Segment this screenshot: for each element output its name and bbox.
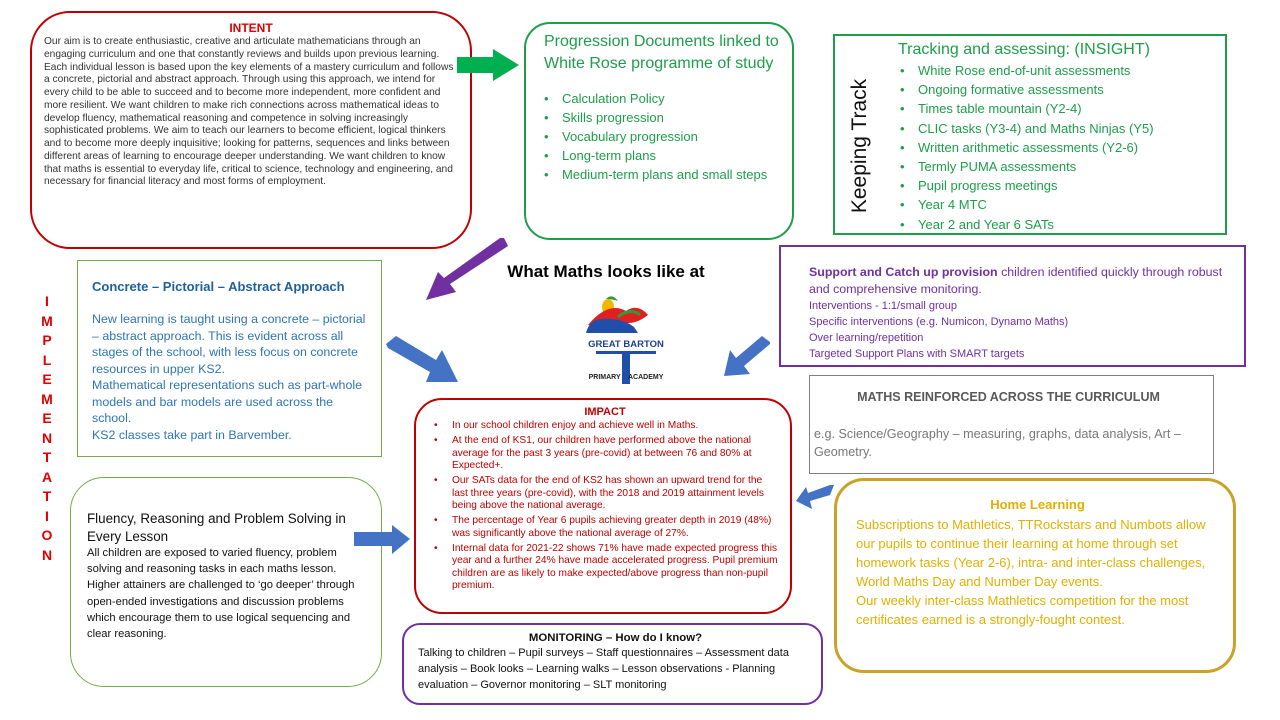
keeping-track-label: Keeping Track <box>848 78 871 214</box>
tracking-box: Keeping Track Tracking and assessing: (I… <box>833 34 1227 235</box>
list-item: Vocabulary progression <box>544 127 782 146</box>
implementation-label: I M P L E M E N T A T I O N <box>35 292 59 565</box>
cpa-paragraph: KS2 classes take part in Barvember. <box>92 427 292 442</box>
list-item: Internal data for 2021-22 shows 71% have… <box>430 543 780 593</box>
green-arrow-icon <box>457 49 519 81</box>
letter: E <box>42 371 52 387</box>
list-item: Over learning/repetition <box>809 332 924 344</box>
list-item: Our SATs data for the end of KS2 has sho… <box>430 475 780 512</box>
blue-arrow-icon <box>796 485 834 509</box>
support-list: Interventions - 1:1/small group Specific… <box>809 298 1234 362</box>
logo-sub-text: PRIMARY ACADEMY <box>589 374 664 381</box>
impact-title: IMPACT <box>584 406 626 418</box>
support-lead-rest: children identified quickly through robu… <box>809 265 1223 296</box>
logo-main-text: GREAT BARTON <box>588 339 664 350</box>
fluency-box: Fluency, Reasoning and Problem Solving i… <box>70 477 382 687</box>
list-item: Long-term plans <box>544 146 782 165</box>
list-item: Year 2 and Year 6 SATs <box>898 215 1225 234</box>
impact-box: IMPACT In our school children enjoy and … <box>414 398 792 614</box>
intent-title: INTENT <box>229 21 273 35</box>
home-learning-title: Home Learning <box>990 497 1085 512</box>
letter: E <box>42 410 52 426</box>
cpa-paragraph: Mathematical representations such as par… <box>92 378 362 425</box>
list-item: Targeted Support Plans with SMART target… <box>809 348 1025 360</box>
reinforced-body: e.g. Science/Geography – measuring, grap… <box>814 427 1181 459</box>
list-item: Calculation Policy <box>544 89 782 108</box>
home-learning-box: Home Learning Subscriptions to Mathletic… <box>834 478 1236 673</box>
list-item: Medium-term plans and small steps <box>544 165 782 184</box>
letter: A <box>41 468 53 485</box>
letter: P <box>42 332 52 348</box>
blue-arrow-icon <box>354 525 410 554</box>
school-logo: GREAT BARTON PRIMARY ACADEMY <box>578 293 678 385</box>
letter: M <box>41 312 53 329</box>
list-item: Skills progression <box>544 108 782 127</box>
list-item: Ongoing formative assessments <box>898 80 1225 99</box>
fluency-title: Fluency, Reasoning and Problem Solving i… <box>87 511 346 544</box>
fluency-paragraph: All children are exposed to varied fluen… <box>87 547 337 576</box>
monitoring-body: Talking to children – Pupil surveys – St… <box>418 647 789 691</box>
list-item: Specific interventions (e.g. Numicon, Dy… <box>809 316 1069 328</box>
list-item: In our school children enjoy and achieve… <box>430 420 780 433</box>
tracking-title: Tracking and assessing: (INSIGHT) <box>898 41 1150 58</box>
letter: I <box>45 293 49 309</box>
intent-box: INTENT Our aim is to create enthusiastic… <box>30 11 472 249</box>
support-lead-bold: Support and Catch up provision <box>809 265 998 279</box>
intent-body: Our aim is to create enthusiastic, creat… <box>44 36 454 188</box>
center-title: What Maths looks like at <box>507 262 705 281</box>
fluency-paragraph: Higher attainers are challenged to ‘go d… <box>87 579 355 641</box>
cpa-box: Concrete – Pictorial – Abstract Approach… <box>77 260 382 457</box>
monitoring-title: MONITORING – How do I know? <box>528 632 703 644</box>
list-item: Termly PUMA assessments <box>898 157 1225 176</box>
home-learning-paragraph: Our weekly inter-class Mathletics compet… <box>856 593 1189 627</box>
logo-graphic: GREAT BARTON PRIMARY ACADEMY <box>582 296 666 384</box>
cpa-title: Concrete – Pictorial – Abstract Approach <box>92 279 345 294</box>
home-learning-paragraph: Subscriptions to Mathletics, TTRockstars… <box>856 517 1206 589</box>
letter: M <box>41 390 53 407</box>
list-item: Pupil progress meetings <box>898 176 1225 195</box>
progression-list: Calculation Policy Skills progression Vo… <box>544 89 782 184</box>
blue-arrow-icon <box>724 336 770 376</box>
reinforced-title: MATHS REINFORCED ACROSS THE CURRICULUM <box>857 390 1160 404</box>
purple-arrow-icon <box>426 238 508 300</box>
list-item: CLIC tasks (Y3-4) and Maths Ninjas (Y5) <box>898 119 1225 138</box>
progression-box: Progression Documents linked to White Ro… <box>524 22 794 240</box>
list-item: At the end of KS1, our children have per… <box>430 435 780 472</box>
list-item: Written arithmetic assessments (Y2-6) <box>898 138 1225 157</box>
letter: I <box>45 507 49 524</box>
letter: L <box>42 351 52 368</box>
letter: O <box>41 527 53 543</box>
list-item: Year 4 MTC <box>898 195 1225 214</box>
reinforced-box: MATHS REINFORCED ACROSS THE CURRICULUM e… <box>809 375 1214 474</box>
letter: N <box>41 546 53 563</box>
list-item: The percentage of Year 6 pupils achievin… <box>430 515 780 540</box>
list-item: Times table mountain (Y2-4) <box>898 99 1225 118</box>
impact-list: In our school children enjoy and achieve… <box>430 420 780 592</box>
list-item: White Rose end-of-unit assessments <box>898 61 1225 80</box>
blue-arrow-icon <box>386 336 458 382</box>
cpa-paragraph: New learning is taught using a concrete … <box>92 312 366 376</box>
support-lead: Support and Catch up provision children … <box>809 264 1234 298</box>
monitoring-box: MONITORING – How do I know? Talking to c… <box>402 623 823 705</box>
letter: T <box>42 449 52 465</box>
letter: N <box>41 429 53 446</box>
support-box: Support and Catch up provision children … <box>779 245 1246 367</box>
progression-title: Progression Documents linked to White Ro… <box>544 33 779 72</box>
letter: T <box>42 488 52 504</box>
list-item: Interventions - 1:1/small group <box>809 300 957 312</box>
tracking-list: White Rose end-of-unit assessments Ongoi… <box>898 61 1225 234</box>
